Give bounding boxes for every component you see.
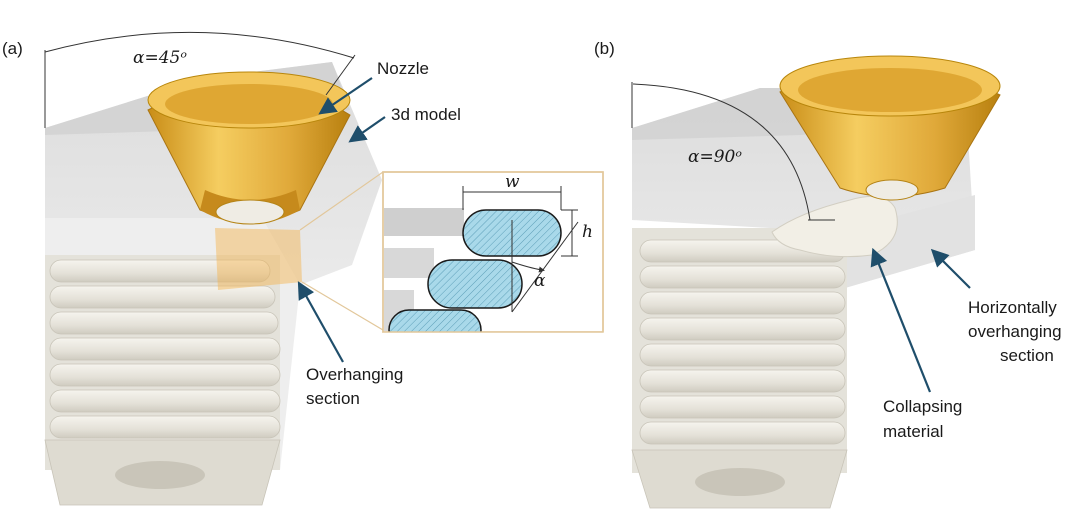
panel-a: (a): [2, 31, 605, 506]
model-label: 3d model: [391, 105, 461, 124]
panel-a-inset: w h α: [382, 171, 605, 352]
panel-a-overhang-highlight: [215, 228, 302, 290]
panel-b-label: (b): [594, 39, 615, 58]
overhang-label-line2: section: [306, 389, 360, 408]
panel-a-angle-label: α=45ᵒ: [133, 48, 187, 68]
panel-b-collapsing-material: [771, 195, 898, 258]
inset-h-label: h: [582, 222, 593, 242]
nozzle-arrow: [318, 77, 373, 115]
collapse-label-line1: Collapsing: [883, 397, 962, 416]
panel-b: (b): [594, 39, 1062, 509]
horiz-arrow: [930, 248, 971, 289]
collapse-arrow: [870, 247, 932, 393]
nozzle-label: Nozzle: [377, 59, 429, 78]
panel-a-angle-indicator: α=45ᵒ: [44, 31, 356, 128]
horiz-label-line3: section: [1000, 346, 1054, 365]
model-arrow: [348, 116, 386, 143]
panel-a-label: (a): [2, 39, 23, 58]
inset-leader-top: [299, 171, 384, 231]
collapse-label-line2: material: [883, 422, 943, 441]
panel-a-nozzle: [147, 71, 351, 225]
inset-alpha-label: α: [534, 271, 546, 291]
horiz-label-line1: Horizontally: [968, 298, 1057, 317]
panel-b-nozzle: [779, 55, 1001, 201]
inset-w-label: w: [505, 172, 520, 192]
inset-leader-bottom: [301, 281, 384, 331]
overhang-arrow: [297, 281, 344, 363]
panel-b-printed-part: [631, 228, 848, 509]
horiz-label-line2: overhanging: [968, 322, 1062, 341]
panel-a-printed-part: [44, 255, 281, 506]
overhang-label-line1: Overhanging: [306, 365, 403, 384]
panel-b-angle-indicator: α=90ᵒ: [631, 82, 835, 221]
panel-b-angle-label: α=90ᵒ: [688, 147, 742, 167]
